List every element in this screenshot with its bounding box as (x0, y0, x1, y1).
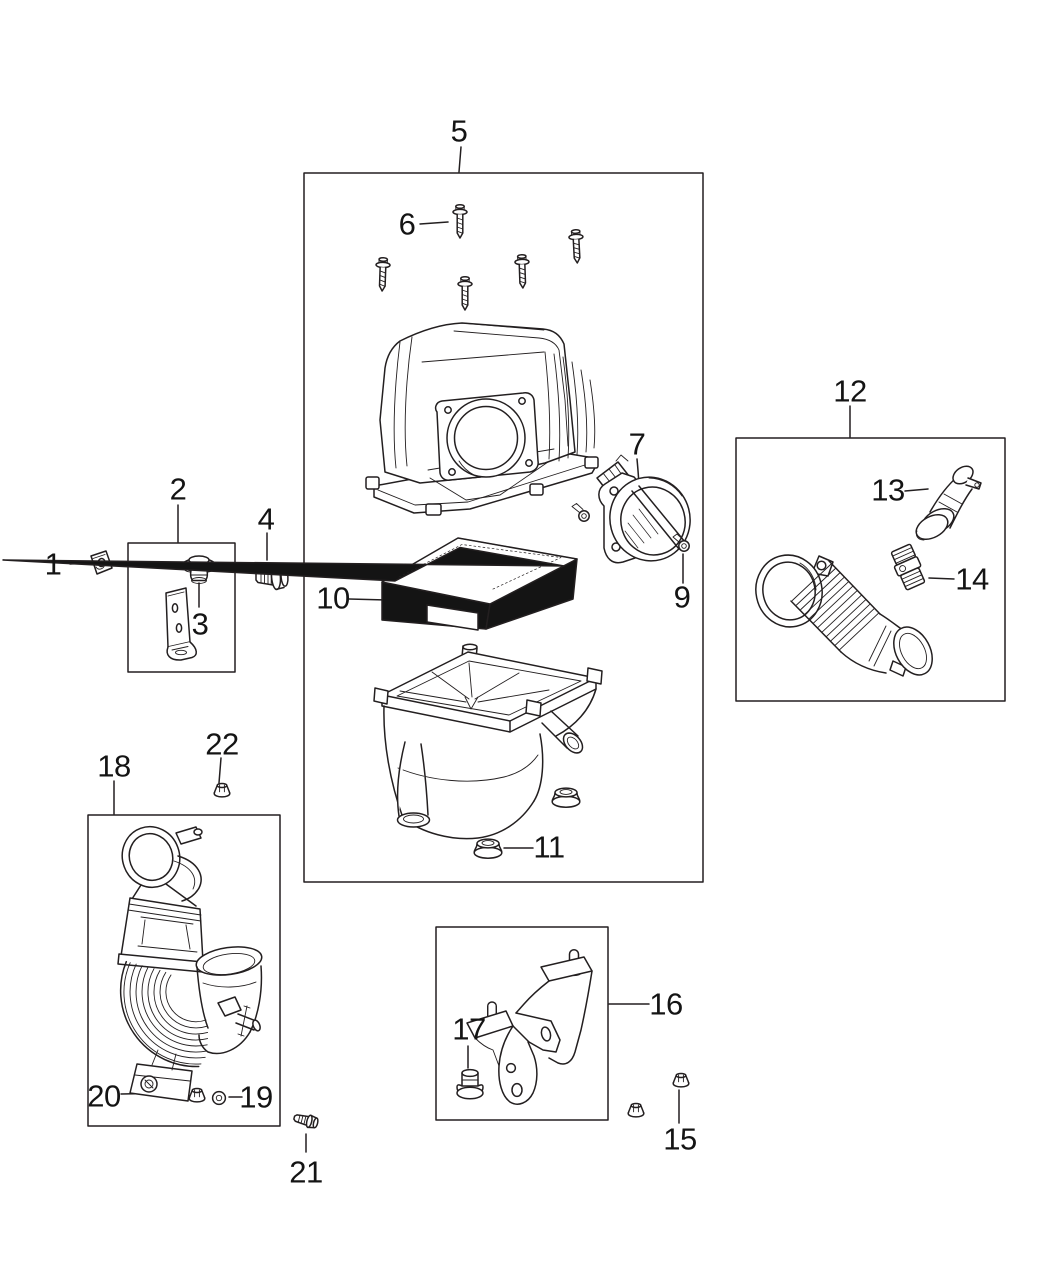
callout-11: 11 (533, 829, 565, 865)
grommet-part-17 (456, 1068, 484, 1100)
callout-15: 15 (663, 1121, 697, 1157)
screw-near-7 (571, 503, 590, 522)
callout-9: 9 (673, 579, 691, 615)
leader-6 (419, 221, 449, 225)
callout-17: 17 (452, 1011, 486, 1047)
leader-22 (218, 757, 222, 784)
grommet-part-11a (551, 787, 581, 808)
mounting-bracket-16 (466, 949, 593, 1105)
nut-part-22 (213, 782, 231, 798)
screw-6b (374, 256, 392, 292)
callout-14: 14 (955, 561, 989, 597)
callout-10: 10 (316, 580, 350, 616)
screw-part-21 (293, 1114, 319, 1129)
nut-part-19 (188, 1087, 206, 1103)
leader-10 (348, 598, 387, 601)
callout-13: 13 (871, 472, 905, 508)
leader-13 (904, 488, 929, 492)
air-cleaner-cover (365, 322, 599, 516)
group-box-5 (303, 172, 704, 883)
callout-18: 18 (97, 748, 131, 784)
screw-6d (513, 253, 531, 289)
leader-14 (928, 577, 955, 580)
fitting-part-14 (890, 543, 926, 591)
nut-part-15a (672, 1072, 690, 1088)
callout-4: 4 (257, 501, 275, 537)
nut-part-15b (627, 1102, 645, 1118)
air-intake-duct-18 (117, 825, 263, 1102)
air-cleaner-lower-housing (373, 643, 603, 840)
sensor-duct-part-7 (596, 454, 691, 564)
leader-5 (458, 146, 462, 173)
callout-6: 6 (398, 206, 416, 242)
leader-lines (69, 146, 955, 1153)
callout-7: 7 (628, 426, 646, 462)
callout-2: 2 (169, 471, 187, 507)
group-box-2 (127, 542, 236, 673)
group-box-18 (87, 814, 281, 1127)
callout-20: 20 (87, 1078, 121, 1114)
callout-5: 5 (450, 113, 468, 149)
air-filter-element (2, 537, 578, 631)
washer-part-19 (211, 1090, 227, 1106)
support-bracket-part-3 (165, 587, 197, 661)
callout-12: 12 (833, 373, 867, 409)
screw-6a (452, 203, 468, 239)
group-box-12 (735, 437, 1006, 702)
callout-21: 21 (289, 1154, 323, 1190)
callout-19: 19 (239, 1079, 273, 1115)
callout-22: 22 (205, 726, 239, 762)
group-box-16 (435, 926, 609, 1121)
callout-3: 3 (191, 606, 209, 642)
screw-6c (457, 275, 473, 311)
grommet-part-11b (473, 838, 503, 859)
screw-6e (567, 228, 586, 265)
air-duct-hose-12 (755, 554, 933, 677)
callout-1: 1 (44, 546, 62, 582)
tube-part-13 (915, 465, 982, 541)
callout-16: 16 (649, 986, 683, 1022)
screw-part-9 (672, 533, 690, 552)
